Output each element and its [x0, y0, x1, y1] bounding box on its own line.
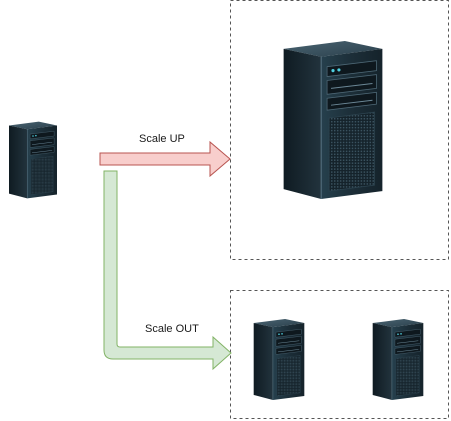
scale-out-arrow [103, 170, 232, 371]
scale-up-label: Scale UP [139, 133, 185, 145]
scaled-out-server-2-icon [372, 319, 424, 400]
scale-up-group [230, 0, 449, 260]
scale-out-label: Scale OUT [145, 323, 199, 335]
scaled-out-server-1-icon [253, 319, 305, 400]
scaled-up-server-icon [283, 41, 383, 199]
source-server-icon [9, 121, 57, 199]
scale-out-group [230, 290, 449, 419]
scale-up-arrow [99, 140, 231, 178]
